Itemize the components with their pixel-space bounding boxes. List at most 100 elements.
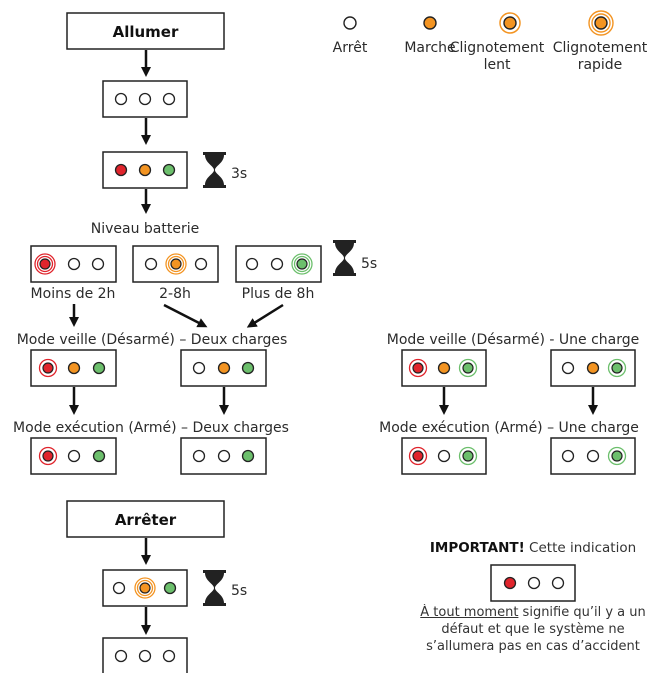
led-off (561, 361, 575, 375)
led-off (162, 92, 176, 106)
led-off (144, 257, 158, 271)
power-on-label: Allumer (113, 23, 179, 41)
arrow (246, 303, 284, 328)
important-underlined: À tout moment (420, 605, 519, 620)
led-off (114, 649, 128, 663)
standby-two-charges-label: Mode veille (Désarmé) – Deux charges (17, 332, 288, 348)
wait-3s-label: 3s (231, 166, 247, 182)
legend-off-led (343, 16, 357, 30)
led-panel-important (490, 564, 576, 602)
hourglass-icon (203, 152, 226, 188)
battery-low-label: Moins de 2h (31, 286, 116, 302)
led-red (114, 163, 128, 177)
led-panel (550, 437, 636, 475)
hourglass-icon (333, 240, 356, 276)
legend-on-label: Marche (404, 40, 455, 56)
led-green-slow (462, 450, 474, 462)
legend: Arrêt Marche Clignotement lent Clignotem… (333, 10, 648, 73)
led-off (527, 576, 541, 590)
legend-off-label: Arrêt (333, 40, 368, 56)
led-off (586, 449, 600, 463)
led-off (162, 649, 176, 663)
led-orange-fast (139, 582, 151, 594)
led-off (138, 649, 152, 663)
led-off (194, 257, 208, 271)
led-panel (180, 349, 267, 387)
led-orange (437, 361, 451, 375)
led-green-fast (296, 258, 308, 270)
led-panel (102, 569, 188, 607)
led-panel (550, 349, 636, 387)
led-off (561, 449, 575, 463)
legend-slow-label-2: lent (484, 57, 511, 73)
wait-5s-label-b: 5s (231, 583, 247, 599)
power-off-box (66, 500, 225, 538)
led-off (551, 576, 565, 590)
important-heading: IMPORTANT! Cette indication (410, 540, 654, 556)
legend-fast-label-1: Clignotement (553, 40, 648, 56)
led-off (245, 257, 259, 271)
led-orange (138, 163, 152, 177)
led-orange (67, 361, 81, 375)
important-title-rest: Cette indication (524, 540, 637, 556)
led-green-slow (611, 450, 623, 462)
led-panel (401, 437, 487, 475)
power-off-label: Arrêter (115, 511, 177, 529)
led-panel (102, 80, 188, 118)
important-note: À tout moment signifie qu’il y a un défa… (410, 604, 654, 673)
led-off (67, 449, 81, 463)
legend-fast-label-2: rapide (578, 57, 623, 73)
led-panel (401, 349, 487, 387)
led-red-fast (39, 258, 51, 270)
exec-two-charges-label: Mode exécution (Armé) – Deux charges (13, 420, 289, 436)
led-panel-battery-high (235, 245, 322, 283)
led-panel-battery-mid (132, 245, 219, 283)
led-green (92, 361, 106, 375)
led-off (67, 257, 81, 271)
led-red-slow (42, 362, 54, 374)
led-panel (30, 349, 117, 387)
led-panel (102, 151, 188, 189)
led-green (92, 449, 106, 463)
led-green-slow (611, 362, 623, 374)
led-off (217, 449, 231, 463)
led-off (91, 257, 105, 271)
led-off (437, 449, 451, 463)
led-off (138, 92, 152, 106)
led-green (241, 449, 255, 463)
standby-one-charge-label: Mode veille (Désarmé) - Une charge (387, 332, 639, 348)
battery-level-label: Niveau batterie (91, 221, 199, 237)
led-red-slow (412, 450, 424, 462)
exec-one-charge-label: Mode exécution (Armé) – Une charge (379, 420, 639, 436)
legend-slow-label-1: Clignotement (450, 40, 545, 56)
important-text: signifie qu’il y a un défaut et que le s… (426, 605, 646, 654)
led-panel (102, 637, 188, 673)
led-red-slow (42, 450, 54, 462)
led-green (162, 163, 176, 177)
led-red-slow (412, 362, 424, 374)
led-off (270, 257, 284, 271)
led-green (163, 581, 177, 595)
led-panel (180, 437, 267, 475)
led-off (112, 581, 126, 595)
power-on-box (66, 12, 225, 50)
hourglass-icon (203, 570, 226, 606)
led-red (503, 576, 517, 590)
led-panel (30, 437, 117, 475)
important-title: IMPORTANT! (429, 540, 525, 556)
led-orange (217, 361, 231, 375)
legend-on-led (423, 16, 437, 30)
led-off (192, 449, 206, 463)
battery-mid-label: 2-8h (159, 286, 191, 302)
led-off (114, 92, 128, 106)
led-panel-battery-low (30, 245, 117, 283)
led-green-slow (462, 362, 474, 374)
led-orange-fast (170, 258, 182, 270)
battery-high-label: Plus de 8h (242, 286, 315, 302)
led-off (192, 361, 206, 375)
wait-5s-label-a: 5s (361, 256, 377, 272)
legend-slow-led (499, 12, 521, 34)
legend-fast-led (588, 10, 614, 36)
led-green (241, 361, 255, 375)
